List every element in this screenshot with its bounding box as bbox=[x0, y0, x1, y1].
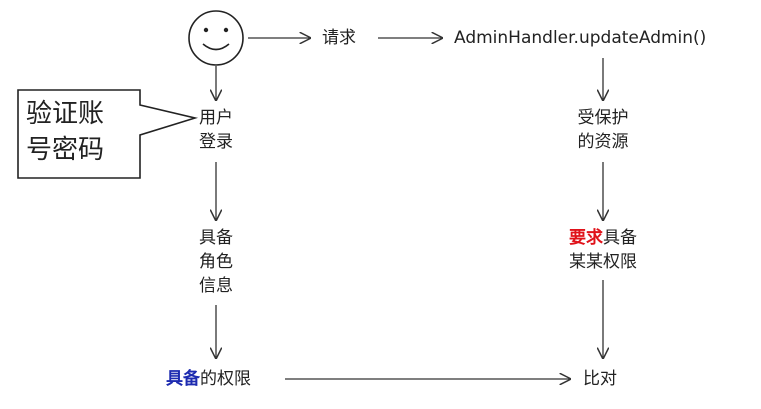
callout-line-2: 号密码 bbox=[26, 135, 105, 165]
role-line-1: 具备 bbox=[199, 228, 233, 248]
requires-rest: 具备 bbox=[603, 228, 637, 248]
role-line-2: 角色 bbox=[199, 252, 233, 272]
protected-resource-node: 受保护 的资源 bbox=[570, 106, 636, 154]
protected-line-1: 受保护 bbox=[577, 108, 629, 128]
requires-line-1: 要求具备 bbox=[558, 226, 648, 250]
protected-line-2: 的资源 bbox=[577, 132, 629, 152]
handler-label: AdminHandler.updateAdmin() bbox=[454, 28, 707, 48]
compare-node: 比对 bbox=[583, 369, 617, 389]
role-info-node: 具备 角色 信息 bbox=[192, 226, 240, 298]
smiley-face-icon bbox=[188, 10, 244, 66]
login-line-1: 用户 bbox=[199, 108, 233, 128]
possessed-emphasis: 具备 bbox=[166, 369, 200, 389]
requires-line-2: 某某权限 bbox=[569, 252, 637, 272]
possessed-rest: 的权限 bbox=[200, 369, 251, 389]
callout-text: 验证账 号密码 bbox=[26, 96, 104, 168]
possessed-permission-node: 具备的权限 bbox=[166, 367, 251, 391]
role-line-3: 信息 bbox=[199, 276, 233, 296]
request-label: 请求 bbox=[322, 28, 356, 48]
callout-line-1: 验证账 bbox=[26, 99, 105, 129]
login-line-2: 登录 bbox=[199, 132, 233, 152]
required-permission-node: 要求具备 某某权限 bbox=[558, 226, 648, 274]
login-node: 用户 登录 bbox=[192, 106, 240, 154]
callout-bubble bbox=[17, 89, 199, 179]
requires-emphasis: 要求 bbox=[569, 228, 603, 248]
